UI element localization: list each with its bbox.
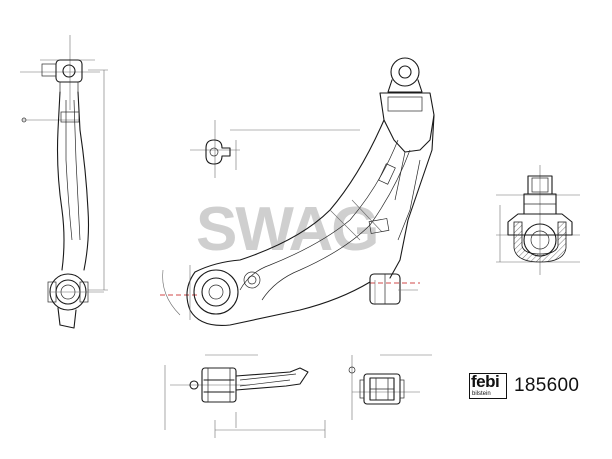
part-number: 185600 [514, 375, 580, 396]
febi-logo: febi bilstein [469, 372, 507, 399]
brand-block: febi bilstein 185600 [469, 372, 580, 399]
logo-subtext: bilstein [472, 391, 491, 397]
side-view [20, 35, 108, 329]
mount-detail [190, 120, 360, 178]
ball-joint-section [496, 165, 580, 275]
bushing-rear-section [348, 354, 432, 420]
bushing-front-section [164, 354, 326, 438]
main-control-arm [160, 57, 435, 326]
logo-text: febi [471, 372, 500, 391]
watermark-text: SWAG [196, 195, 377, 264]
